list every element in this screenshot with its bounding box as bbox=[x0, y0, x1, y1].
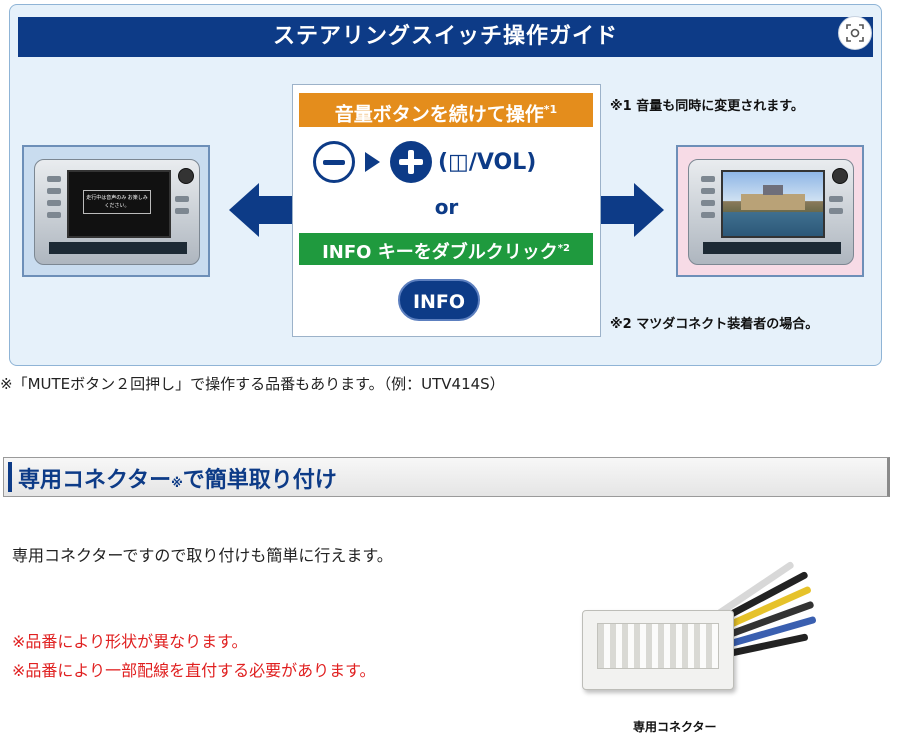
operation-box: 音量ボタンを続けて操作*1 (◫/VOL) or INFO キーをダブルクリック… bbox=[292, 84, 601, 337]
minus-circle-icon bbox=[313, 141, 355, 183]
note-2: ※2 マツダコネクト装着者の場合。 bbox=[610, 317, 819, 332]
connector-image bbox=[560, 530, 817, 710]
body-text: 専用コネクターですので取り付けも簡単に行えます。 bbox=[12, 546, 393, 565]
connector-caption: 専用コネクター bbox=[633, 720, 717, 734]
info-button-icon: INFO bbox=[398, 279, 480, 321]
section-title: 専用コネクター※で簡単取り付け bbox=[18, 468, 337, 493]
arrow-right-icon bbox=[634, 183, 664, 237]
volume-operation-label: 音量ボタンを続けて操作*1 bbox=[299, 93, 593, 127]
plus-circle-icon bbox=[390, 141, 432, 183]
note-1: ※1 音量も同時に変更されます。 bbox=[610, 99, 804, 114]
car-navi-video-image bbox=[676, 145, 864, 277]
play-arrow-icon bbox=[365, 152, 380, 172]
arrow-left-icon bbox=[229, 183, 259, 237]
screen-message: 走行中は音声のみ お楽しみください。 bbox=[83, 190, 151, 214]
vol-label: (◫/VOL) bbox=[438, 149, 537, 175]
or-text: or bbox=[434, 195, 459, 219]
car-navi-muted-image: 走行中は音声のみ お楽しみください。 bbox=[22, 145, 210, 277]
section-header: 専用コネクター※で簡単取り付け bbox=[3, 457, 890, 497]
image-search-icon[interactable] bbox=[838, 16, 872, 50]
mute-footnote: ※「MUTEボタン２回押し」で操作する品番もあります。（例：UTV414S） bbox=[0, 375, 505, 393]
arrow-left-shaft bbox=[258, 196, 292, 224]
info-doubleclick-label: INFO キーをダブルクリック*2 bbox=[299, 233, 593, 265]
arrow-right-shaft bbox=[600, 196, 634, 224]
note-red-2: ※品番により一部配線を直付する必要があります。 bbox=[12, 661, 376, 680]
guide-title: ステアリングスイッチ操作ガイド bbox=[18, 17, 873, 57]
volume-buttons-row: (◫/VOL) bbox=[313, 137, 583, 187]
note-red-1: ※品番により形状が異なります。 bbox=[12, 632, 248, 651]
